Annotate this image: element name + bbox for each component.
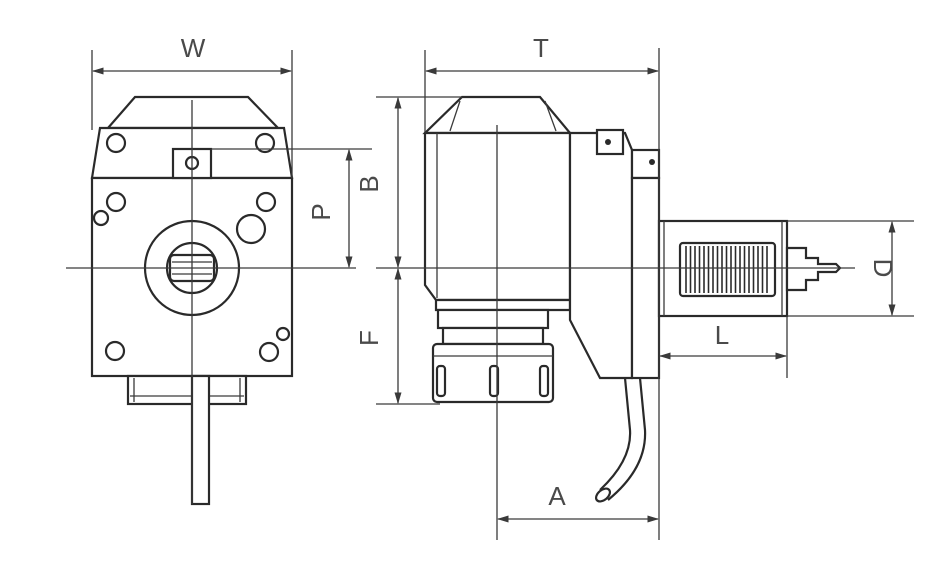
dimension-B: B: [354, 96, 462, 269]
bolt-hole: [254, 132, 276, 154]
bolt-hole: [105, 132, 127, 154]
label-T: T: [533, 33, 549, 63]
bolt-hole: [104, 340, 126, 362]
front-view: [66, 95, 356, 506]
dimension-L: L: [658, 316, 788, 378]
dimension-D: D: [787, 220, 914, 317]
front-bottom-flange: [126, 374, 248, 406]
front-cap: [105, 95, 281, 130]
spline-ridges: [685, 246, 768, 293]
coolant-hose: [599, 377, 632, 491]
bolt-hole: [258, 341, 280, 363]
side-tapered-body: [568, 131, 634, 380]
pin-hole: [92, 209, 110, 227]
label-L: L: [715, 320, 729, 350]
coolant-pipe: [190, 374, 211, 506]
side-block-2: [630, 148, 661, 180]
pin-hole: [275, 326, 291, 342]
dimension-T: T: [424, 33, 660, 540]
dimension-F: F: [354, 267, 440, 405]
label-A: A: [548, 481, 566, 511]
label-D: D: [868, 259, 898, 278]
large-hole: [235, 213, 267, 245]
drive-tang: [785, 246, 842, 292]
dimension-P: P: [211, 148, 372, 269]
side-view: [376, 95, 855, 540]
bolt-hole: [255, 191, 277, 213]
label-F: F: [354, 330, 384, 346]
dimension-W: W: [91, 33, 293, 178]
collet-neck: [436, 308, 550, 330]
collet-ring: [441, 326, 545, 346]
rear-plate: [630, 176, 661, 380]
dimension-A: A: [496, 481, 660, 523]
bolt-hole: [105, 191, 127, 213]
label-W: W: [181, 33, 206, 63]
label-B: B: [354, 175, 384, 192]
label-P: P: [306, 203, 336, 220]
